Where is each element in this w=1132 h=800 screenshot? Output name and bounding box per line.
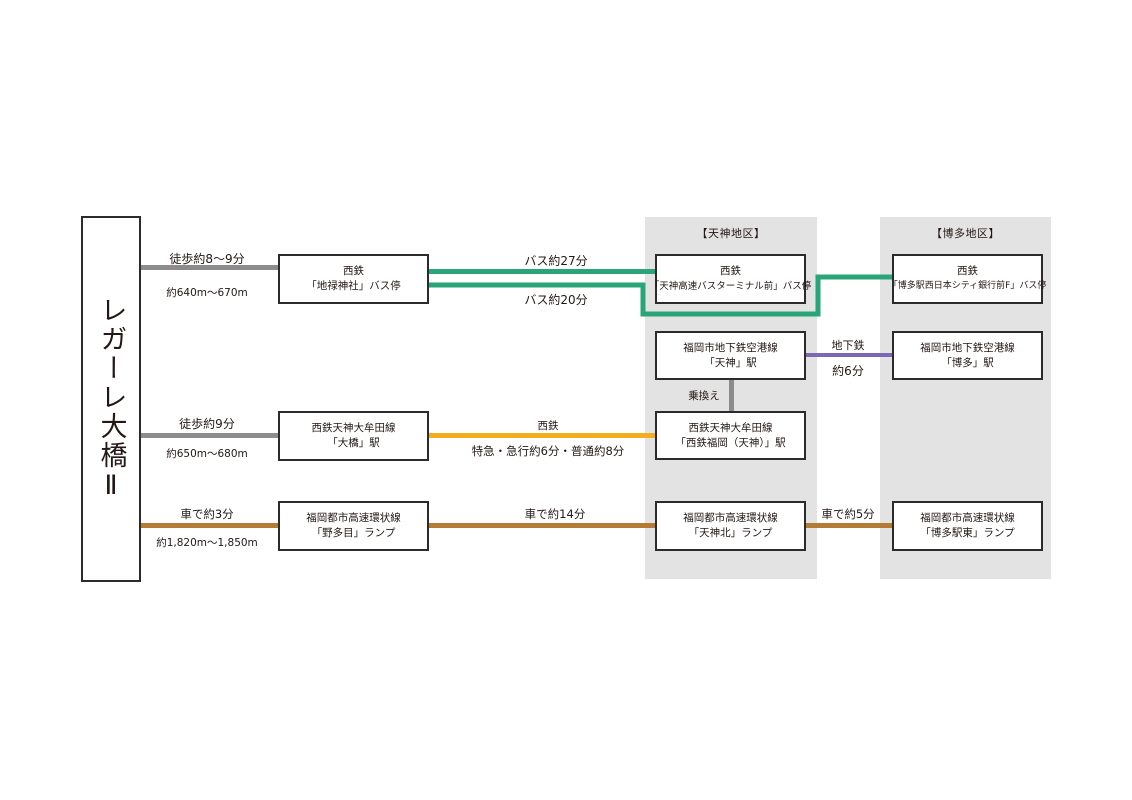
notame-ramp-line2: 「野多目」ランプ xyxy=(311,527,396,539)
tenjinkita-ramp-box: 福岡都市高速環状線 「天神北」ランプ xyxy=(655,501,806,551)
bus-route-lower: バス約20分 xyxy=(524,293,588,307)
bus-stop-line2: 「地禄神社」バス停 xyxy=(306,280,401,292)
tenjin-bus-stop-box: 西鉄 「天神高速バスターミナル前」バス停 xyxy=(650,254,811,304)
bus-walk-distance: 約640m〜670m xyxy=(166,287,248,299)
nishitetsu-fukuoka-line1: 西鉄天神大牟田線 xyxy=(688,421,773,434)
tenjin-zone-title: 【天神地区】 xyxy=(696,227,766,240)
ohashi-station-line2: 「大橋」駅 xyxy=(327,437,380,449)
nishitetsu-fukuoka-box: 西鉄天神大牟田線 「西鉄福岡（天神）」駅 xyxy=(655,411,806,460)
hakata-zone-title: 【博多地区】 xyxy=(931,227,1000,240)
hakataekihigashi-ramp-box: 福岡都市高速環状線 「博多駅東」ランプ xyxy=(892,501,1043,551)
car-line-2 xyxy=(428,523,656,528)
hakata-bus-stop-line2: 「博多駅西日本シティ銀行前F」バス停 xyxy=(888,281,1047,291)
origin-box: レガーレ大橋Ⅱ xyxy=(81,216,141,582)
car-route-time2: 車で約5分 xyxy=(821,507,875,521)
car-route-time: 車で約14分 xyxy=(524,507,586,521)
nishitetsu-fukuoka-line2: 「西鉄福岡（天神）」駅 xyxy=(675,436,786,449)
tenjin-subway-line1: 福岡市地下鉄空港線 xyxy=(683,341,778,354)
car-drive-distance: 約1,820m〜1,850m xyxy=(156,537,258,549)
tenjin-bus-stop-line2: 「天神高速バスターミナル前」バス停 xyxy=(649,281,812,292)
subway-route-label: 地下鉄 xyxy=(831,339,865,352)
hakata-subway-line1: 福岡市地下鉄空港線 xyxy=(920,341,1015,354)
bus-route-upper: バス約27分 xyxy=(524,254,588,268)
walk-line-train xyxy=(141,433,278,438)
hakataekihigashi-ramp-line1: 福岡都市高速環状線 xyxy=(920,512,1015,524)
tenjinkita-ramp-line2: 「天神北」ランプ xyxy=(688,527,773,539)
car-line-1 xyxy=(141,523,278,528)
subway-line xyxy=(805,353,893,357)
tenjinkita-ramp-line1: 福岡都市高速環状線 xyxy=(683,512,778,524)
notame-ramp-box: 福岡都市高速環状線 「野多目」ランプ xyxy=(278,501,429,551)
car-drive-time: 車で約3分 xyxy=(180,507,234,521)
bus-stop-box: 西鉄 「地禄神社」バス停 xyxy=(278,254,429,304)
nishitetsu-line xyxy=(428,433,656,438)
walk-line-bus xyxy=(141,265,278,270)
transfer-label: 乗換え xyxy=(688,390,720,402)
ohashi-station-box: 西鉄天神大牟田線 「大橋」駅 xyxy=(278,411,429,461)
bus-stop-line1: 西鉄 xyxy=(343,265,364,277)
tenjin-bus-stop-line1: 西鉄 xyxy=(720,265,741,277)
hakataekihigashi-ramp-line2: 「博多駅東」ランプ xyxy=(920,527,1015,539)
train-route-time: 特急・急行約6分・普通約8分 xyxy=(471,444,625,458)
hakata-subway-line2: 「博多」駅 xyxy=(941,356,994,369)
notame-ramp-line1: 福岡都市高速環状線 xyxy=(306,512,401,524)
transfer-line xyxy=(729,378,734,412)
subway-route-time: 約6分 xyxy=(832,364,864,378)
tenjin-subway-box: 福岡市地下鉄空港線 「天神」駅 xyxy=(655,331,806,380)
train-walk-distance: 約650m〜680m xyxy=(166,448,248,460)
train-walk-time: 徒歩約9分 xyxy=(179,417,235,431)
train-route-label: 西鉄 xyxy=(537,420,559,432)
car-line-3 xyxy=(805,523,893,528)
ohashi-station-line1: 西鉄天神大牟田線 xyxy=(311,422,396,434)
bus-walk-time: 徒歩約8〜9分 xyxy=(169,252,245,266)
hakata-subway-box: 福岡市地下鉄空港線 「博多」駅 xyxy=(892,331,1043,380)
tenjin-subway-line2: 「天神」駅 xyxy=(704,356,757,369)
bus-line-upper xyxy=(428,269,656,274)
origin-name: レガーレ大橋Ⅱ xyxy=(95,295,127,503)
hakata-bus-stop-line1: 西鉄 xyxy=(957,265,978,277)
hakata-bus-stop-box: 西鉄 「博多駅西日本シティ銀行前F」バス停 xyxy=(889,254,1046,304)
